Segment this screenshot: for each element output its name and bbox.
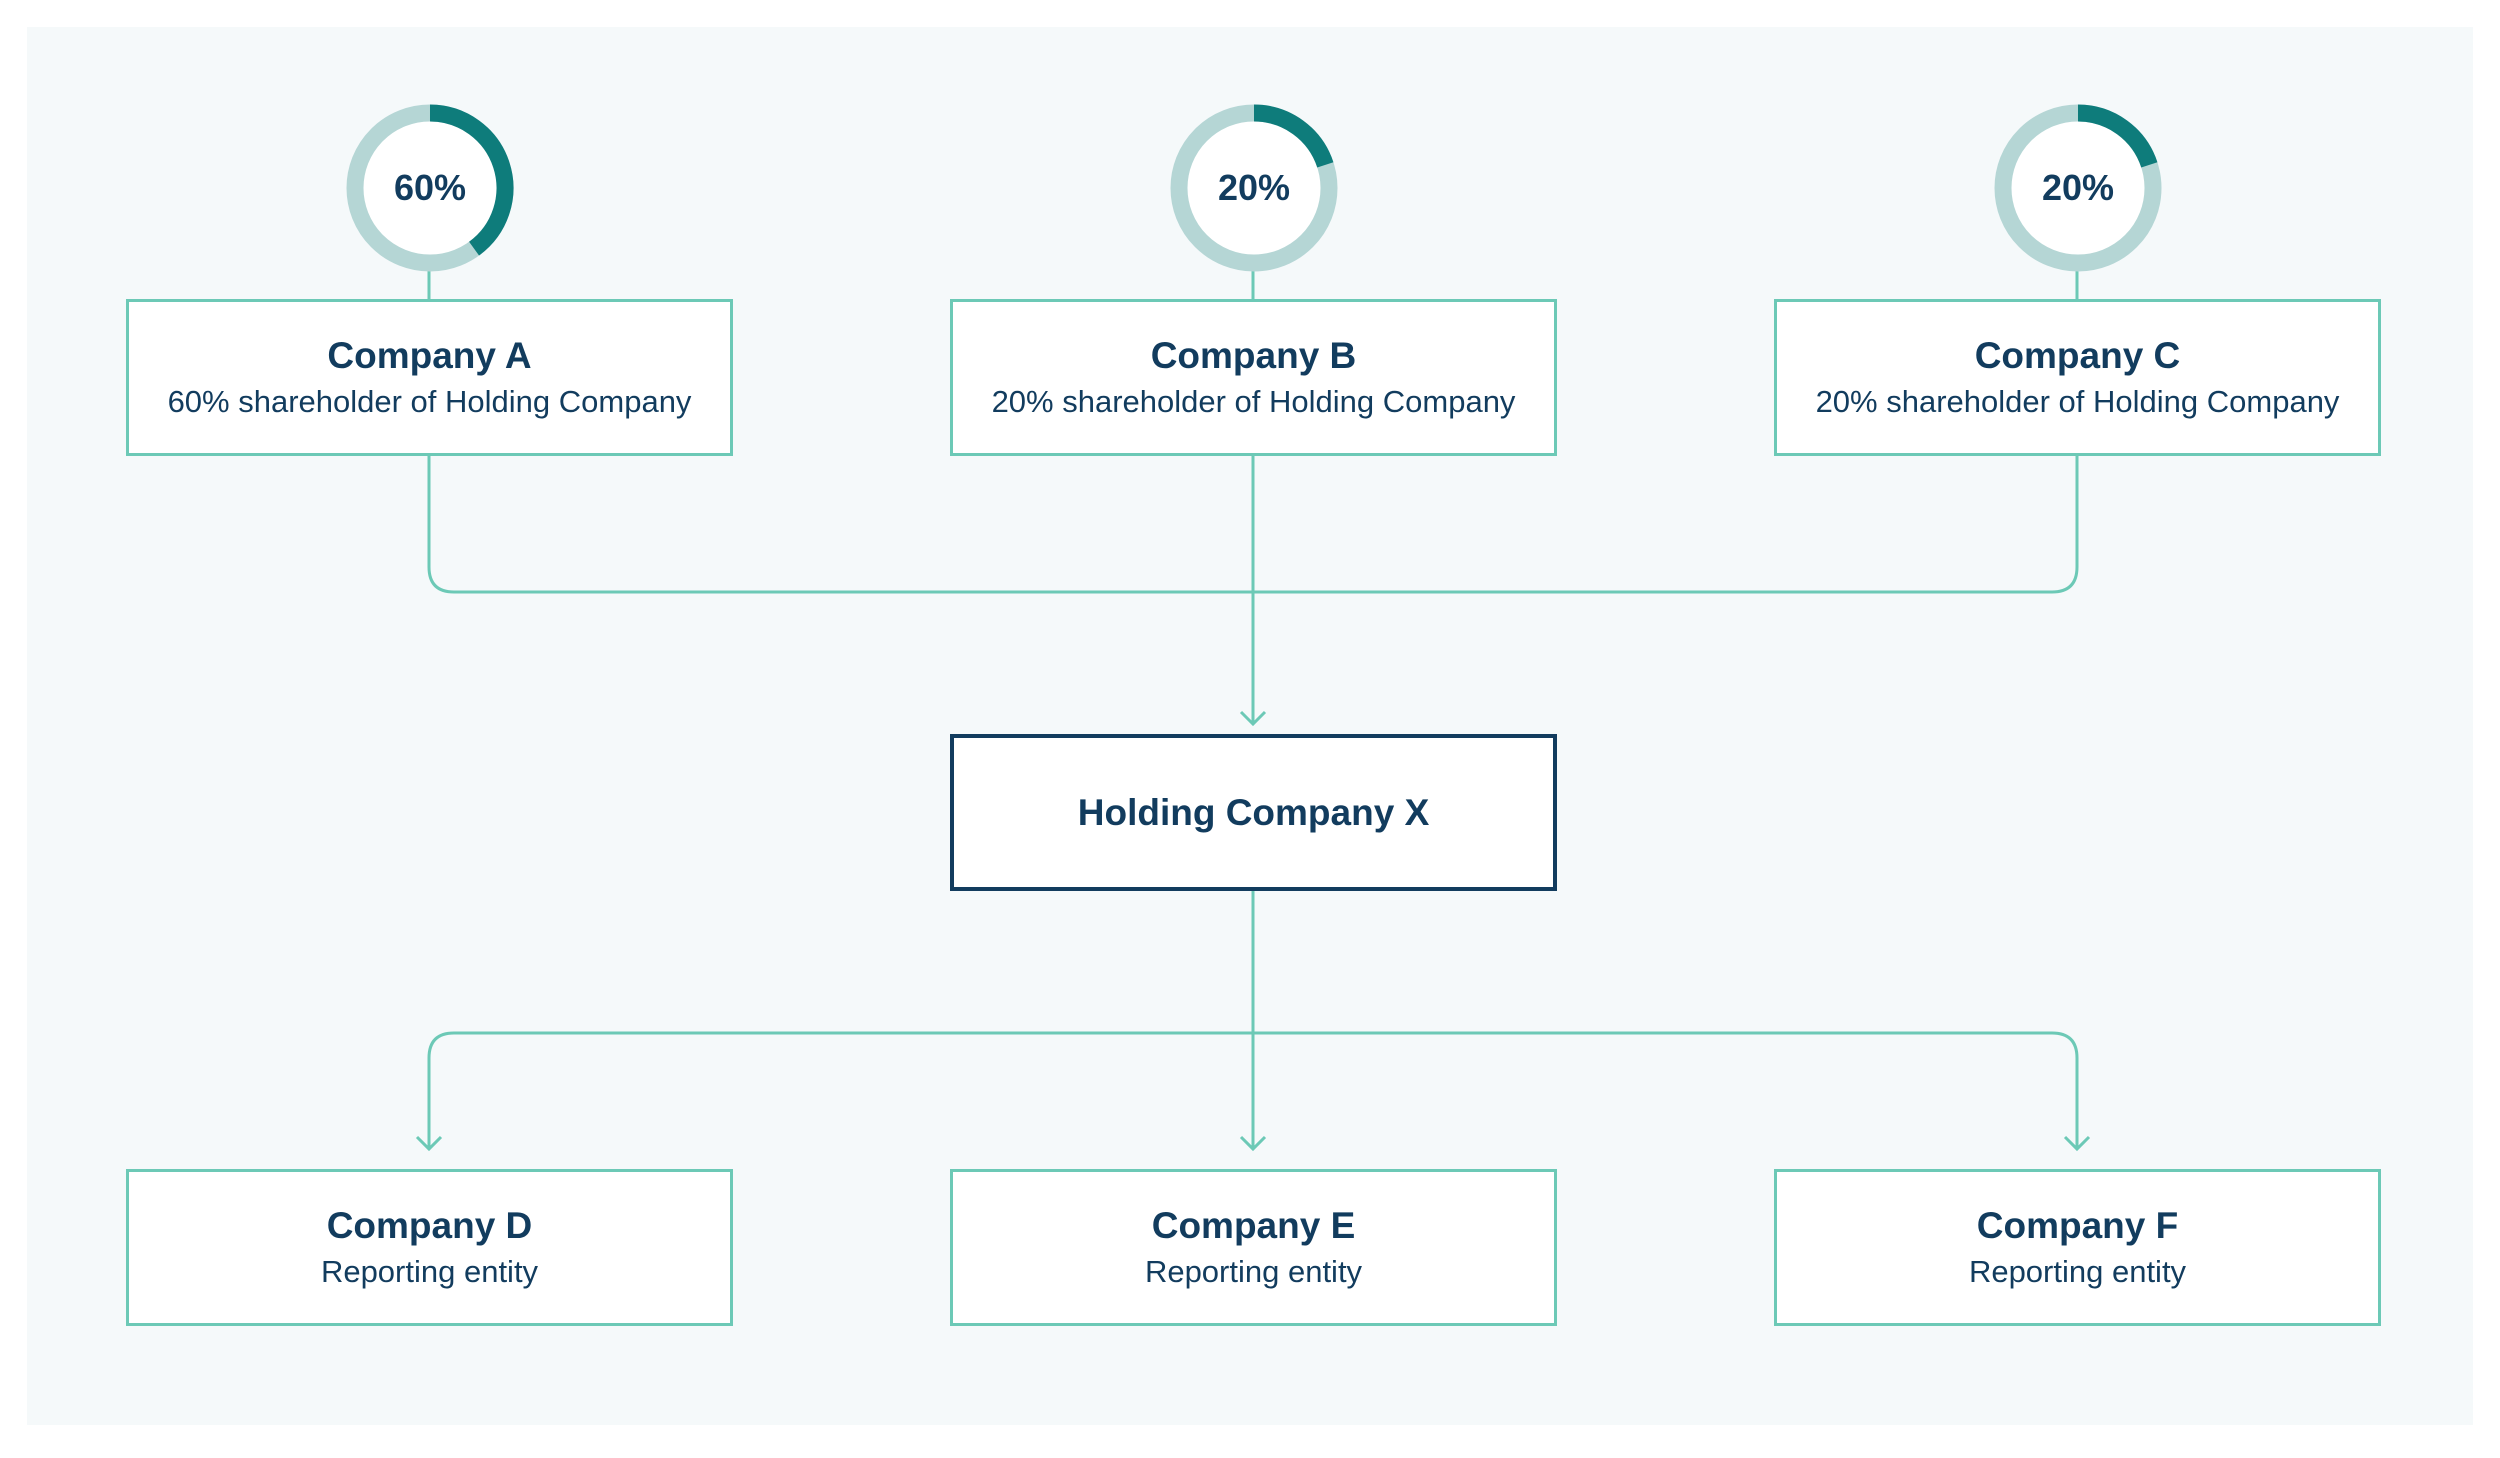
shareholder-name: Company C [1974, 334, 2181, 376]
ownership-percent-label: 60% [393, 167, 467, 208]
arrow-to-holding [1239, 710, 1267, 727]
ownership-percent-label: 20% [1217, 167, 1291, 208]
shareholder-box-company-a: Company A 60% shareholder of Holding Com… [126, 299, 733, 456]
ownership-ring-fill [1253, 104, 1334, 168]
subsidiary-description: Reporting entity [1144, 1253, 1363, 1289]
subsidiary-name: Company D [326, 1204, 533, 1246]
subsidiary-description: Reporting entity [320, 1253, 539, 1289]
shareholder-name: Company A [327, 334, 532, 376]
ownership-ring-fill [2077, 104, 2158, 168]
arrow-to-company-f [2063, 1135, 2091, 1152]
arrow-to-company-e [1239, 1135, 1267, 1152]
subsidiary-box-company-f: Company F Reporting entity [1774, 1169, 2381, 1326]
subsidiary-box-company-e: Company E Reporting entity [950, 1169, 1557, 1326]
holding-company-name: Holding Company X [1077, 791, 1430, 833]
subsidiary-name: Company F [1976, 1204, 2179, 1246]
ownership-donut-a: 60% [345, 103, 515, 273]
arrow-to-company-d [415, 1135, 443, 1152]
ownership-donut-b: 20% [1169, 103, 1339, 273]
shareholder-name: Company B [1150, 334, 1357, 376]
ownership-donut-c: 20% [1993, 103, 2163, 273]
shareholder-description: 20% shareholder of Holding Company [1815, 383, 2340, 419]
shareholder-box-company-c: Company C 20% shareholder of Holding Com… [1774, 299, 2381, 456]
holding-company-box: Holding Company X [950, 734, 1557, 891]
shareholder-description: 20% shareholder of Holding Company [991, 383, 1516, 419]
subsidiary-description: Reporting entity [1968, 1253, 2187, 1289]
ownership-ring-fill [429, 104, 514, 256]
shareholder-description: 60% shareholder of Holding Company [167, 383, 692, 419]
subsidiary-name: Company E [1151, 1204, 1356, 1246]
subsidiary-box-company-d: Company D Reporting entity [126, 1169, 733, 1326]
shareholder-box-company-b: Company B 20% shareholder of Holding Com… [950, 299, 1557, 456]
connector-subsidiaries [427, 1031, 2079, 1149]
ownership-percent-label: 20% [2041, 167, 2115, 208]
